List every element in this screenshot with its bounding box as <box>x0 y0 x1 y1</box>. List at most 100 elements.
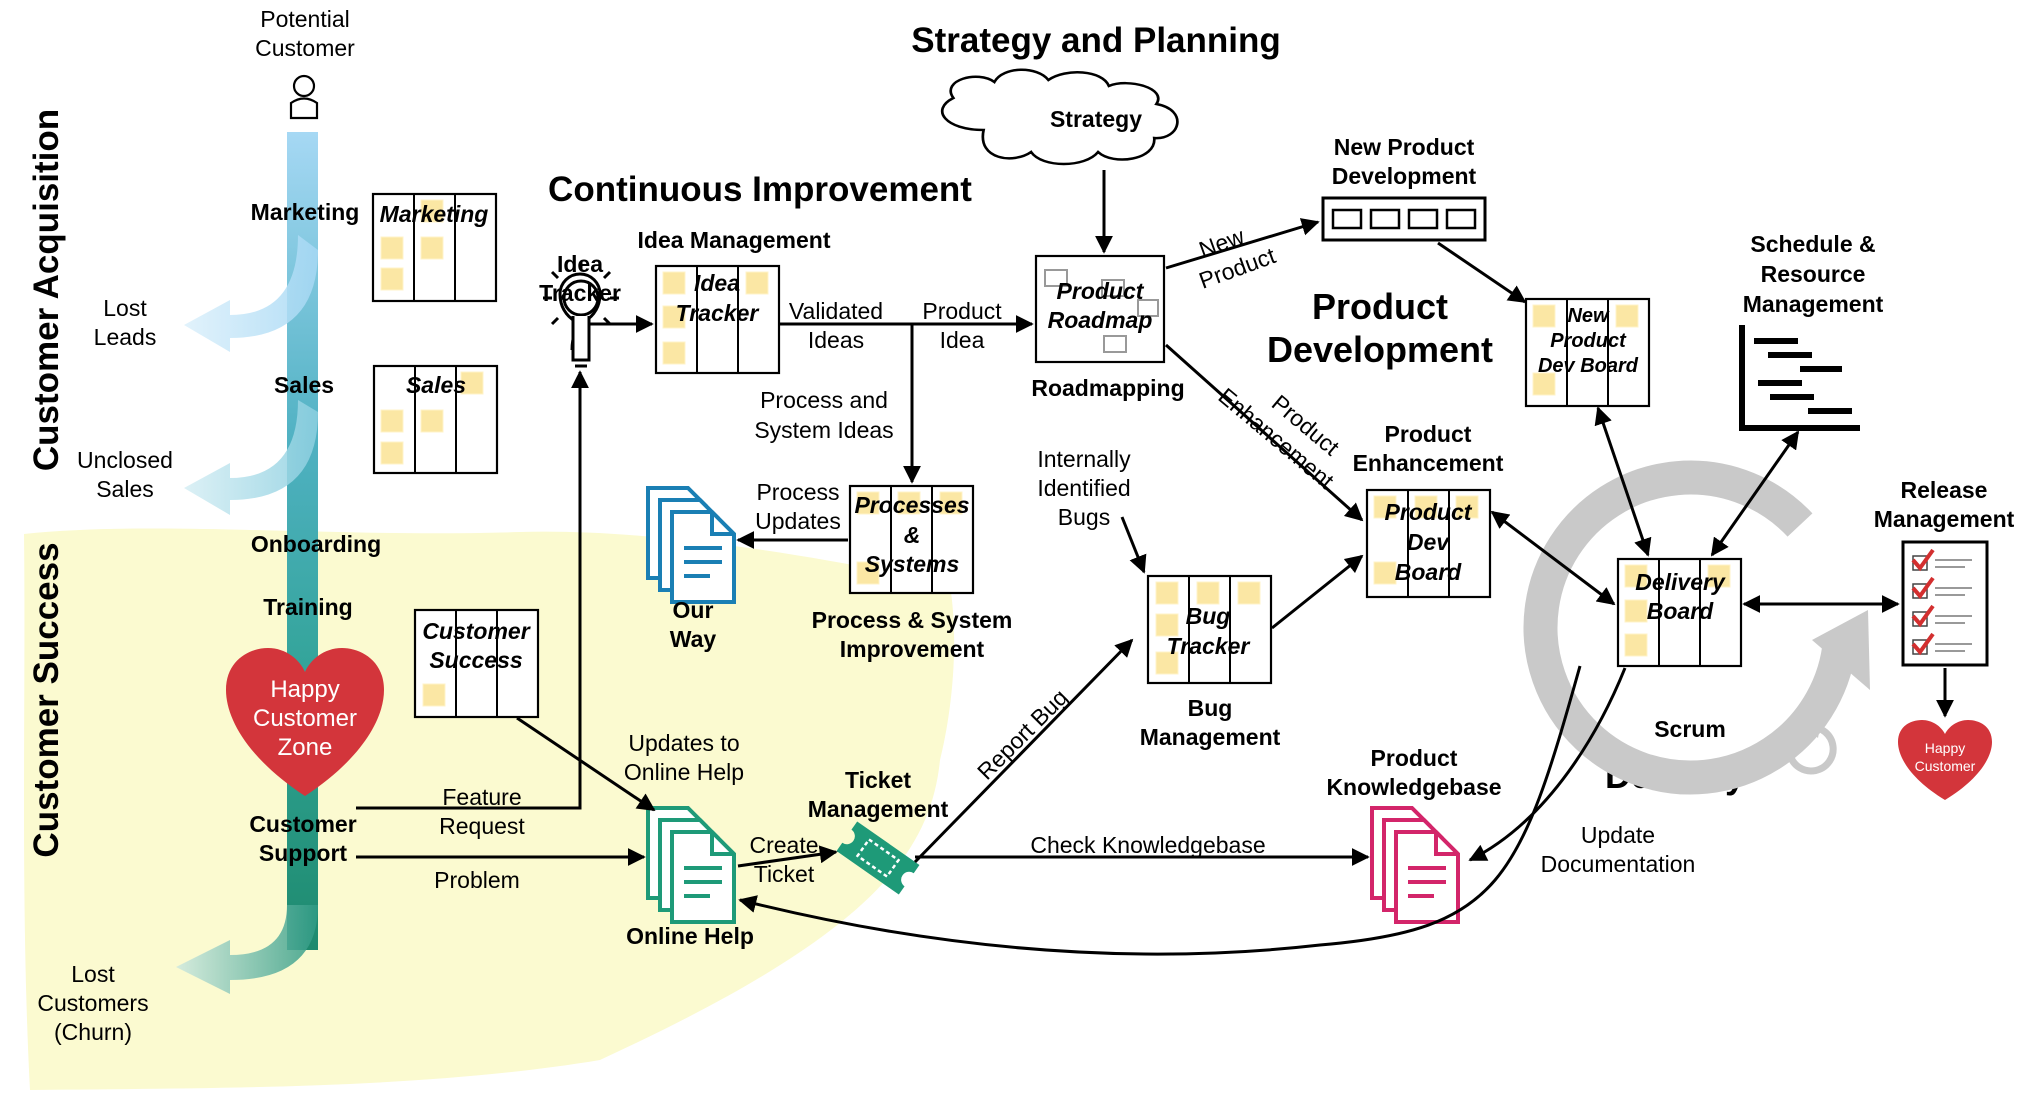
delivery-to-kb-arrow <box>1468 667 1627 862</box>
cloud-icon <box>940 68 1179 166</box>
check-knowledgebase-label: Check Knowledgebase <box>1030 832 1265 858</box>
create-ticket-arrow <box>737 845 838 868</box>
stage-sales: Sales <box>274 372 334 398</box>
dev-board-title-2: Dev <box>1407 529 1450 555</box>
feature-request-label-2: Request <box>439 813 525 839</box>
marketing-board: Marketing <box>371 192 498 303</box>
new-dev-board-title-3: Dev Board <box>1538 355 1639 377</box>
new-product-dev-board: New Product Dev Board <box>1524 297 1651 408</box>
stage-training: Training <box>263 594 352 620</box>
happy-zone-label-3: Zone <box>278 734 333 761</box>
processes-systems-board: Processes & Systems <box>848 484 975 595</box>
ticket-management-label: Ticket <box>845 767 911 793</box>
lost-customers-label: Lost <box>71 961 115 987</box>
problem-label: Problem <box>434 867 520 893</box>
report-bug-label: Report Bug <box>972 684 1073 785</box>
our-way-document-stack-icon <box>646 486 736 604</box>
cycle-arrow-icon <box>1523 460 1870 795</box>
lost-leads-arrow <box>184 235 318 352</box>
lost-leads-label: Lost <box>103 295 147 321</box>
title-strategy-planning: Strategy and Planning <box>911 21 1281 60</box>
bug-tracker-title: Bug <box>1186 603 1231 629</box>
idea-tracker-board-title: Idea <box>694 270 740 296</box>
internal-bugs-label-2: Identified <box>1037 475 1130 501</box>
roadmap-title: Product <box>1057 278 1145 304</box>
idea-management-label: Idea Management <box>638 227 831 253</box>
process-system-ideas-label-2: System Ideas <box>754 417 893 443</box>
unclosed-sales-label-2: Sales <box>96 476 154 502</box>
product-enhancement-label-2: Enhancement <box>1353 450 1504 476</box>
schedule-label: Schedule & <box>1750 231 1875 257</box>
new-product-development-label: New Product <box>1334 134 1475 160</box>
bug-management-label-2: Management <box>1140 724 1281 750</box>
internal-bugs-label-3: Bugs <box>1058 504 1110 530</box>
knowledgebase-label: Product <box>1371 745 1458 771</box>
bug-to-devboard-arrow <box>1271 554 1364 630</box>
roadmap-title-2: Roadmap <box>1048 307 1153 333</box>
stage-marketing: Marketing <box>251 199 360 225</box>
processes-board-title: Processes <box>854 492 969 518</box>
unclosed-sales-label: Unclosed <box>77 447 173 473</box>
delivery-board: Delivery Board <box>1616 557 1743 668</box>
heart-icon <box>226 648 384 796</box>
customer-support-label: Customer <box>249 811 356 837</box>
process-improvement-label: Process & System <box>812 607 1013 633</box>
updates-online-help-arrow <box>516 716 656 812</box>
customer-success-board-title-2: Success <box>429 647 522 673</box>
title-product-development-2: Development <box>1267 329 1493 370</box>
product-enhancement-label: Product <box>1385 421 1472 447</box>
new-dev-board-title-2: Product <box>1550 330 1627 352</box>
lightbulb-icon <box>543 262 619 368</box>
process-updates-label: Process <box>756 479 839 505</box>
process-improvement-label-2: Improvement <box>840 636 985 662</box>
lost-customers-label-2: Customers <box>37 990 148 1016</box>
knowledgebase-label-2: Knowledgebase <box>1326 774 1501 800</box>
lost-customers-arrow <box>176 905 318 994</box>
internal-bugs-arrow <box>1120 516 1147 574</box>
customer-support-label-2: Support <box>259 840 347 866</box>
update-documentation-arrow <box>738 665 1582 956</box>
create-ticket-label: Create <box>749 832 818 858</box>
idea-tracker-label-2: Tracker <box>539 280 621 306</box>
happy-customer-heart-icon <box>1898 720 1992 800</box>
devboard-delivery-arrow <box>1490 510 1616 606</box>
stage-onboarding: Onboarding <box>251 531 381 557</box>
process-updates-label-2: Updates <box>755 508 841 534</box>
happy-customer-label: Happy <box>1925 740 1965 756</box>
schedule-label-2: Resource <box>1761 261 1866 287</box>
validated-ideas-label: Validated <box>789 298 883 324</box>
potential-customer-label: Potential <box>260 6 350 32</box>
release-management-label: Release <box>1901 477 1988 503</box>
product-roadmap: Product Roadmap <box>1034 254 1166 364</box>
bug-management-label: Bug <box>1188 695 1233 721</box>
potential-customer-label-2: Customer <box>255 35 355 61</box>
customer-success-board-title: Customer <box>422 618 530 644</box>
roadmapping-label: Roadmapping <box>1031 375 1184 401</box>
create-ticket-label-2: Ticket <box>754 861 815 887</box>
lost-leads-label-2: Leads <box>94 324 157 350</box>
bug-tracker-board: Bug Tracker <box>1146 574 1273 685</box>
feature-request-label: Feature <box>442 784 521 810</box>
update-documentation-label-2: Documentation <box>1541 851 1696 877</box>
report-bug-arrow <box>913 638 1134 864</box>
updates-online-help-label-2: Online Help <box>624 759 744 785</box>
new-product-arrow <box>1165 218 1320 270</box>
online-help-label: Online Help <box>626 923 754 949</box>
process-system-ideas-label: Process and <box>760 387 888 413</box>
customer-success-board: Customer Success <box>413 608 540 719</box>
product-dev-board: Product Dev Board <box>1365 488 1492 599</box>
title-customer-acquisition: Customer Acquisition <box>27 109 66 471</box>
idea-tracker-label: Idea <box>557 251 603 277</box>
idea-tracker-board-title-2: Tracker <box>676 300 760 326</box>
ticket-icon <box>836 821 920 895</box>
person-icon <box>289 74 319 120</box>
idea-tracker-board: Idea Tracker <box>654 264 781 375</box>
strategy-label: Strategy <box>1050 106 1142 132</box>
dev-board-title-3: Board <box>1395 559 1462 585</box>
pipeline-icon <box>1321 196 1487 242</box>
knowledgebase-document-stack-icon <box>1370 806 1460 924</box>
lost-customers-label-3: (Churn) <box>54 1019 132 1045</box>
schedule-delivery-arrow <box>1710 430 1800 557</box>
our-way-label: Our <box>673 597 714 623</box>
